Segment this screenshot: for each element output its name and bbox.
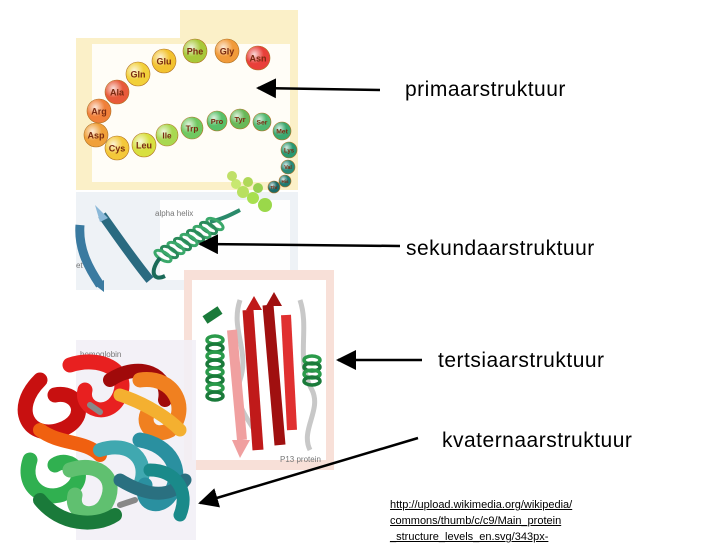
tertiary-fold	[202, 292, 322, 458]
pointer-arrows	[198, 78, 422, 508]
amino-acid-ile: Ile	[155, 123, 179, 147]
source-url-line-1: http://upload.wikimedia.org/wikipedia/	[390, 499, 573, 511]
amino-acid-label: Leu	[136, 141, 152, 151]
amino-acid-tyr: Tyr	[229, 108, 251, 130]
amino-acid-label: Trp	[186, 124, 199, 133]
source-url-line-2: commons/thumb/c/c9/Main_protein	[390, 515, 562, 527]
amino-acid-his: His	[278, 174, 292, 188]
amino-acid-val: Val	[280, 159, 296, 175]
amino-acid-label: Glu	[157, 57, 172, 67]
amino-acid-label: Met	[276, 129, 288, 136]
amino-acid-label: Lys	[284, 148, 295, 154]
amino-acid-cys: Cys	[104, 135, 130, 161]
amino-acid-label: Gln	[131, 70, 146, 80]
chain-tail	[227, 171, 272, 212]
arrow-quaternary	[198, 436, 419, 508]
amino-acid-asp: Asp	[83, 122, 109, 148]
alpha-helix-caption: alpha helix	[155, 209, 193, 218]
amino-acid-label: Arg	[91, 107, 107, 117]
alpha-helix	[151, 208, 241, 280]
amino-acid-label: Ala	[110, 88, 125, 98]
amino-acid-phe: Phe	[182, 38, 208, 64]
arrow-primary	[256, 78, 381, 99]
amino-acid-label: Val	[284, 165, 292, 171]
amino-acid-ser: Ser	[252, 112, 272, 132]
label-quaternary-structure: kvaternaarstruktuur	[442, 429, 633, 452]
amino-acid-label: Thr	[270, 185, 277, 190]
amino-acid-label: Gly	[220, 47, 235, 57]
amino-acid-met: Met	[272, 121, 292, 141]
quaternary-hemoglobin	[17, 354, 192, 530]
hemoglobin-caption: hemoglobin	[80, 350, 121, 359]
arrow-secondary	[198, 234, 401, 255]
amino-acid-pro: Pro	[206, 110, 228, 132]
amino-acid-label: Ile	[162, 131, 172, 140]
label-secondary-structure: sekundaarstruktuur	[406, 237, 595, 260]
amino-acid-ala: Ala	[104, 79, 130, 105]
label-tertiary-structure: tertsiaarstruktuur	[438, 349, 605, 372]
amino-acid-label: Ser	[257, 120, 268, 127]
amino-acid-label: Phe	[187, 47, 204, 57]
protein-caption: P13 protein	[280, 455, 321, 464]
beta-sheet	[75, 205, 154, 292]
amino-acid-lys: Lys	[280, 141, 298, 159]
amino-acid-trp: Trp	[180, 116, 204, 140]
amino-acid-gln: Gln	[125, 61, 151, 87]
amino-acid-leu: Leu	[131, 132, 157, 158]
coil-turn	[302, 375, 322, 387]
coil-turn	[205, 390, 225, 402]
amino-acid-label: Asp	[87, 131, 105, 141]
amino-acid-label: Asn	[249, 54, 266, 64]
amino-acid-label: Cys	[109, 144, 126, 154]
amino-acid-label: Pro	[211, 117, 224, 126]
amino-acid-thr: Thr	[267, 180, 281, 194]
source-url-link[interactable]: http://upload.wikimedia.org/wikipedia/ c…	[390, 497, 572, 545]
edge-caption: et	[76, 261, 83, 270]
amino-acid-label: His	[281, 179, 289, 184]
amino-acid-gly: Gly	[214, 38, 240, 64]
amino-acid-label: Tyr	[234, 115, 245, 124]
amino-acid-arg: Arg	[86, 98, 112, 124]
amino-acid-asn: Asn	[245, 45, 271, 71]
label-primary-structure: primaarstruktuur	[405, 78, 566, 101]
source-url-line-3: _structure_levels_en.svg/343px-	[390, 531, 549, 543]
amino-acid-glu: Glu	[151, 48, 177, 74]
